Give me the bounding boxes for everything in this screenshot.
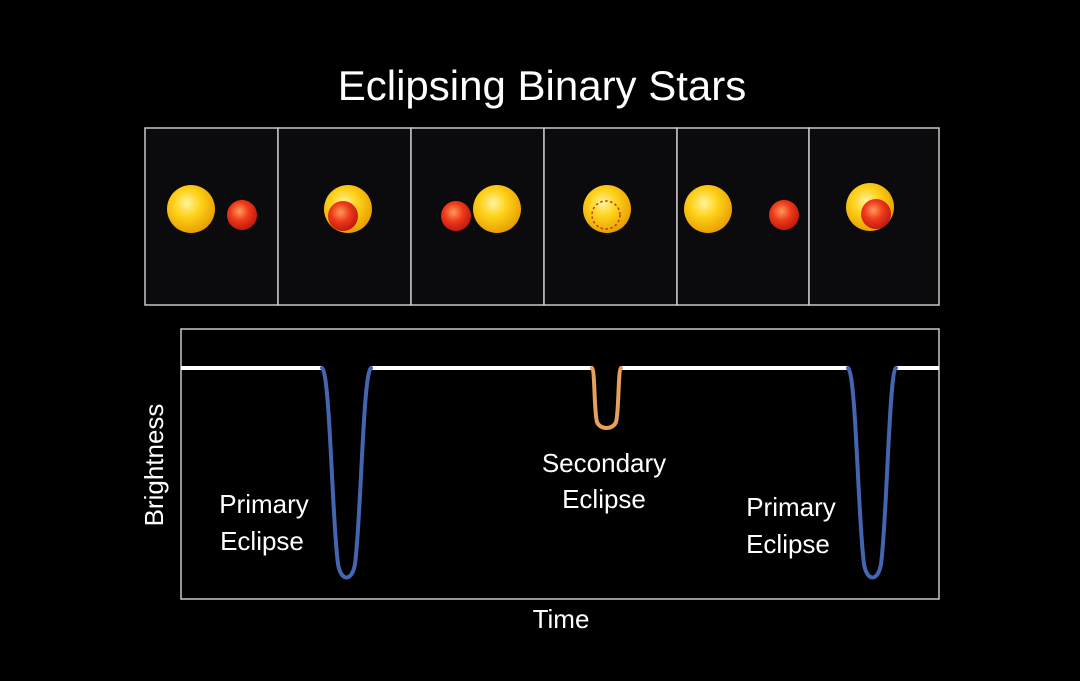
large-star [684, 185, 732, 233]
x-axis-label: Time [533, 604, 590, 634]
dip-label: Eclipse [562, 484, 646, 514]
small-star [441, 201, 471, 231]
diagram-title: Eclipsing Binary Stars [338, 62, 747, 109]
large-star [583, 185, 631, 233]
dip-label: Secondary [542, 448, 666, 478]
dip-label: Eclipse [746, 529, 830, 559]
dip-label: Primary [219, 489, 309, 519]
secondary-eclipse-dip [590, 366, 623, 430]
orbit-phase-strip [144, 127, 940, 306]
small-star [861, 199, 891, 229]
dip-label: Eclipse [220, 526, 304, 556]
small-star [769, 200, 799, 230]
small-star [328, 201, 358, 231]
primary-eclipse-dip [846, 366, 898, 580]
dip-label: Primary [746, 492, 836, 522]
large-star [167, 185, 215, 233]
light-curve-panel: Primary Eclipse Secondary Eclipse Primar… [180, 328, 940, 600]
light-curve-frame [180, 328, 940, 600]
small-star [227, 200, 257, 230]
primary-eclipse-dip [320, 366, 373, 580]
large-star [473, 185, 521, 233]
y-axis-label: Brightness [139, 404, 169, 527]
hidden-small-star-outline [591, 200, 621, 230]
